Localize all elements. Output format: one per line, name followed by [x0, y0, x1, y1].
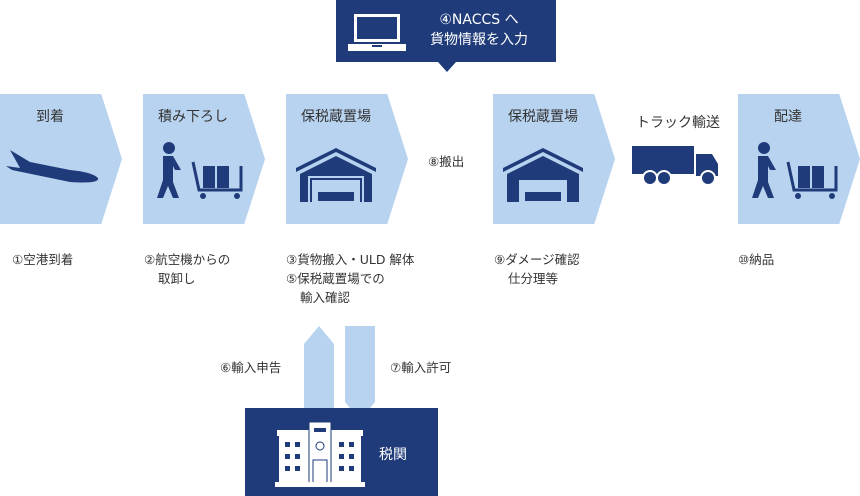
step-title: 配達 — [774, 109, 802, 125]
worker-cart-icon — [157, 142, 243, 199]
step-title-truck: トラック輸送 — [636, 115, 720, 131]
naccs-box: ④NACCS へ 貨物情報を入力 — [336, 0, 556, 62]
step-title: 到着 — [36, 109, 64, 125]
import-permit-label: ⑦輸入許可 — [390, 360, 452, 375]
government-building-icon — [275, 422, 365, 487]
note-step2: ②航空機からの取卸し — [144, 250, 230, 288]
note-line: 輸入確認 — [300, 290, 351, 305]
note-step3: ③貨物搬入・ULD 解体 ⑤保税蔵置場での輸入確認 — [286, 250, 414, 307]
customs-box: 税関 — [245, 408, 438, 496]
note-step6: ⑩納品 — [738, 250, 774, 269]
note-line: 仕分理等 — [508, 271, 559, 286]
step-delivery: 配達 — [738, 94, 860, 224]
note-line: ⑨ダメージ確認 — [494, 252, 580, 267]
step-title: 保税蔵置場 — [508, 109, 578, 125]
customs-arrows — [304, 326, 375, 420]
warehouse-icon — [503, 148, 583, 202]
note-step1: ①空港到着 — [12, 250, 73, 269]
naccs-line1: ④NACCS へ — [439, 12, 519, 28]
step-unloading: 積み下ろし — [143, 94, 265, 224]
worker-cart-icon — [752, 142, 838, 199]
customs-label: 税関 — [379, 447, 407, 463]
laptop-icon — [348, 14, 406, 51]
note-line: ①空港到着 — [12, 252, 74, 267]
note-line: ⑤保税蔵置場での — [286, 271, 385, 286]
step-arrival: 到着 — [0, 94, 122, 224]
step-bonded-warehouse-2: 保税蔵置場 — [493, 94, 615, 224]
note-line: ③貨物搬入・ULD 解体 — [286, 252, 415, 267]
truck-icon — [632, 146, 718, 186]
up-arrow-icon — [304, 326, 334, 420]
note-line: ②航空機からの — [144, 252, 231, 267]
airplane-icon — [6, 150, 99, 183]
import-declaration-label: ⑥輸入申告 — [220, 360, 282, 375]
step-title: 積み下ろし — [158, 109, 228, 125]
warehouse-icon — [296, 148, 376, 202]
step-title: 保税蔵置場 — [301, 109, 371, 125]
naccs-pointer — [438, 62, 456, 72]
down-arrow-icon — [345, 326, 375, 420]
naccs-line2: 貨物情報を入力 — [430, 32, 528, 48]
carry-out-label: ⑧搬出 — [428, 154, 465, 169]
step-bonded-warehouse: 保税蔵置場 — [286, 94, 408, 224]
note-step4: ⑨ダメージ確認仕分理等 — [494, 250, 580, 288]
note-line: 取卸し — [158, 271, 196, 286]
note-line: ⑩納品 — [738, 252, 775, 267]
